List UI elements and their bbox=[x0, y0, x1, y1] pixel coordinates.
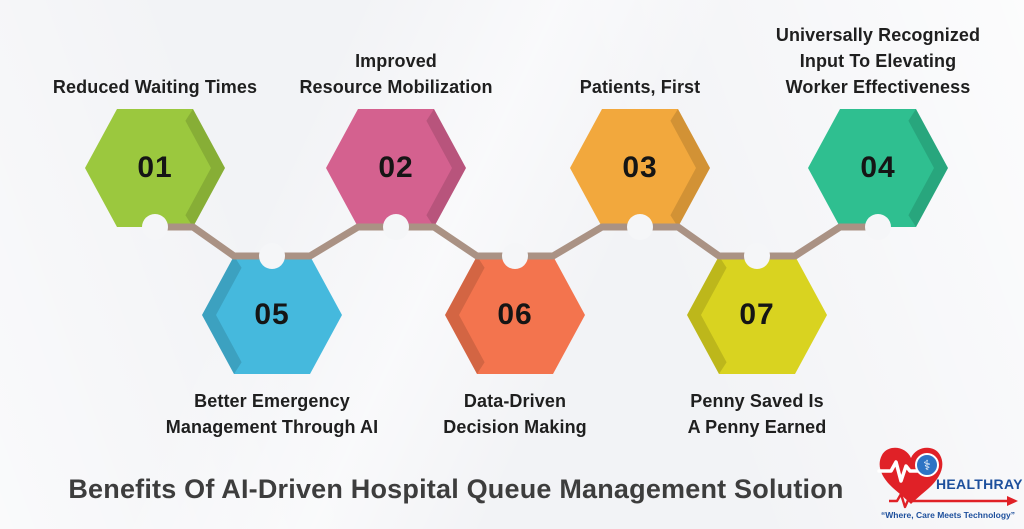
connector-notch bbox=[259, 243, 285, 269]
hexagon-bevel bbox=[908, 109, 948, 227]
step-label-line: Management Through AI bbox=[165, 417, 379, 437]
caduceus-icon: ⚕ bbox=[923, 458, 931, 474]
step-number: 04 bbox=[860, 151, 896, 184]
healthray-logo-graphic: ⚕ bbox=[877, 447, 1018, 509]
step-number: 01 bbox=[137, 151, 173, 184]
ekg-line-icon bbox=[877, 460, 924, 483]
hexagon-step-04 bbox=[808, 109, 948, 227]
hexagon-bevel bbox=[185, 109, 225, 227]
infographic-title: Benefits Of AI-Driven Hospital Queue Man… bbox=[68, 474, 844, 504]
step-number: 03 bbox=[622, 151, 658, 184]
hexagon-shape bbox=[445, 256, 585, 374]
connector-notch bbox=[865, 214, 891, 240]
hexagon-step-01 bbox=[85, 109, 225, 227]
logo-brand-name: HEALTHRAY bbox=[936, 476, 1023, 492]
step-label-line: Penny Saved Is bbox=[690, 391, 824, 411]
logo-tagline: “Where, Care Meets Technology” bbox=[881, 510, 1015, 520]
hexagon-shape bbox=[570, 109, 710, 227]
connector-notch bbox=[627, 214, 653, 240]
hexagon-step-03 bbox=[570, 109, 710, 227]
step-label-line: Improved bbox=[355, 51, 437, 71]
hexagon-shape bbox=[202, 256, 342, 374]
step-label-line: Resource Mobilization bbox=[299, 77, 493, 97]
hexagon-step-07 bbox=[687, 256, 827, 374]
arrow-ekg-line-icon bbox=[889, 492, 1007, 509]
step-label-line: Input To Elevating bbox=[799, 51, 957, 71]
medical-badge-icon bbox=[915, 453, 939, 477]
hexagon-bevel bbox=[687, 256, 727, 374]
hexagon-shape bbox=[326, 109, 466, 227]
hexagon-bevel bbox=[670, 109, 710, 227]
healthray-logo: ⚕ HEALTHRAY “Where, Care Meets Technolog… bbox=[874, 440, 1022, 526]
hexagon-bevel bbox=[445, 256, 485, 374]
step-label-line: Decision Making bbox=[443, 417, 587, 437]
step-label: Reduced Waiting Times bbox=[15, 74, 295, 100]
step-label-line: Better Emergency bbox=[194, 391, 350, 411]
step-label-line: Reduced Waiting Times bbox=[52, 77, 258, 97]
hexagon-bevel bbox=[202, 256, 242, 374]
step-label-line: Universally Recognized bbox=[775, 25, 981, 45]
step-label: Patients, First bbox=[500, 74, 780, 100]
step-label-line: A Penny Earned bbox=[687, 417, 827, 437]
step-number: 07 bbox=[739, 298, 775, 331]
step-number: 02 bbox=[378, 151, 414, 184]
step-label: Penny Saved Is A Penny Earned bbox=[617, 388, 897, 440]
connector-notch bbox=[502, 243, 528, 269]
step-number: 06 bbox=[497, 298, 533, 331]
connector-notch bbox=[383, 214, 409, 240]
step-label-line: Worker Effectiveness bbox=[785, 77, 971, 97]
step-label-line: Data-Driven bbox=[463, 391, 567, 411]
hexagon-bevel bbox=[426, 109, 466, 227]
hexagon-shape bbox=[808, 109, 948, 227]
hexagon-step-06 bbox=[445, 256, 585, 374]
hexagon-shape bbox=[687, 256, 827, 374]
arrowhead-icon bbox=[1007, 496, 1018, 506]
hexagon-step-05 bbox=[202, 256, 342, 374]
connector-notch bbox=[744, 243, 770, 269]
hexagon-step-02 bbox=[326, 109, 466, 227]
connector-notch bbox=[142, 214, 168, 240]
hexagon-shape bbox=[85, 109, 225, 227]
step-label-line: Patients, First bbox=[579, 77, 701, 97]
step-number: 05 bbox=[254, 298, 290, 331]
